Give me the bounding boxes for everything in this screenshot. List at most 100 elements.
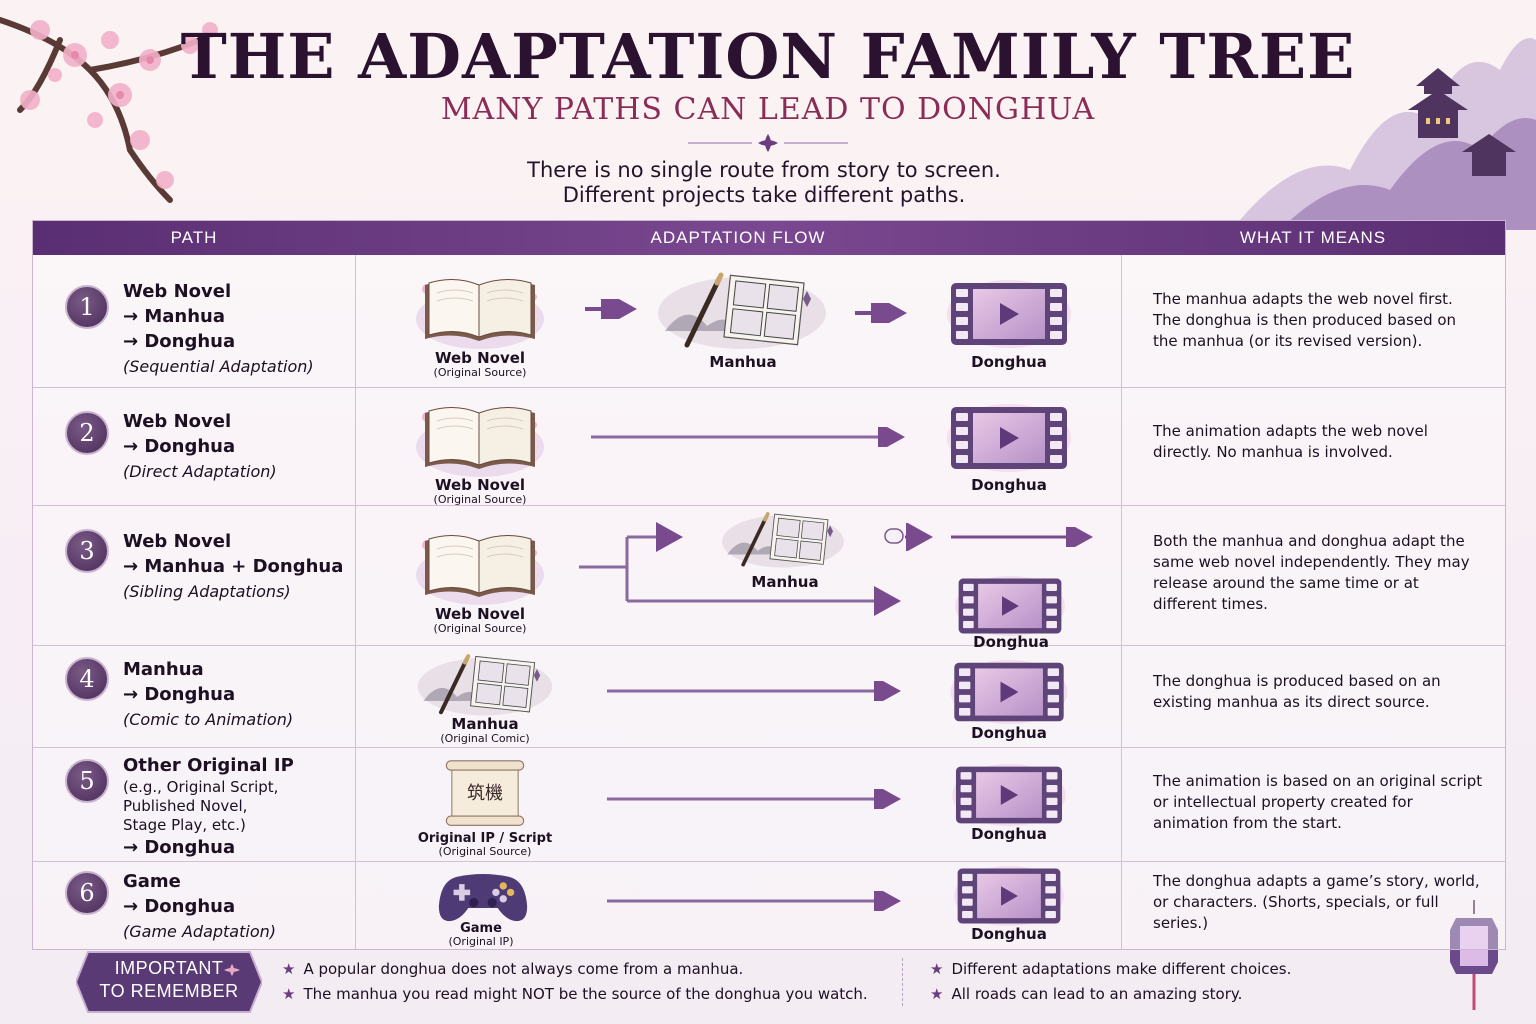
path-line: Other Original IP	[123, 755, 294, 776]
row-divider	[33, 505, 1505, 506]
meaning-text: The manhua adapts the web novel first. T…	[1153, 290, 1457, 350]
table-header: PATH ADAPTATION FLOW WHAT IT MEANS	[33, 221, 1505, 255]
scroll-glyphs: 筑機	[467, 783, 503, 804]
node-label: Donghua	[971, 925, 1047, 943]
intro-line-2: Different projects take different paths.	[562, 183, 966, 207]
page-subtitle: MANY PATHS CAN LEAD TO DONGHUA	[440, 92, 1096, 127]
path-note: (Sequential Adaptation)	[123, 357, 314, 376]
header-path: PATH	[170, 228, 218, 247]
star-icon: ★	[282, 960, 296, 978]
path-description: Web Novel → Manhua → Donghua (Sequential…	[123, 279, 314, 379]
row-divider	[33, 861, 1505, 862]
flow-arrow	[607, 681, 901, 701]
path-description: Game → Donghua (Game Adaptation)	[123, 869, 276, 944]
page-title: THE ADAPTATION FAMILY TREE	[180, 20, 1356, 93]
node-label: Original IP / Script(Original Source)	[417, 831, 553, 858]
tip-text: Different adaptations make different cho…	[951, 960, 1292, 978]
tip-item: ★The manhua you read might NOT be the so…	[282, 985, 868, 1003]
meaning-text: Both the manhua and donghua adapt the sa…	[1153, 532, 1470, 613]
row-divider	[33, 747, 1505, 748]
path-line: → Donghua	[123, 684, 236, 705]
node-label: Manhua	[751, 573, 819, 591]
column-divider	[1121, 255, 1122, 949]
meaning-text: The animation is based on an original sc…	[1153, 772, 1483, 832]
node-label: Donghua	[971, 476, 1047, 494]
row-number: 5	[65, 759, 109, 803]
path-example: (e.g., Original Script,	[123, 778, 279, 796]
tip-text: The manhua you read might NOT be the sou…	[303, 985, 868, 1003]
header-flow: ADAPTATION FLOW	[650, 228, 826, 247]
intro-line-1: There is no single route from story to s…	[527, 158, 1001, 182]
node-label: Donghua	[971, 353, 1047, 371]
film-play-icon	[947, 763, 1071, 827]
ornament-divider	[688, 134, 848, 152]
path-example: Published Novel,	[123, 797, 248, 815]
open-book-icon	[415, 525, 545, 605]
path-line: Web Novel	[123, 531, 232, 552]
meaning-text: The donghua adapts a game’s story, world…	[1153, 872, 1480, 932]
path-line: Web Novel	[123, 281, 232, 302]
tip-item: ★ Different adaptations make different ch…	[930, 960, 1291, 978]
lantern-icon	[1450, 900, 1498, 1010]
tip-text: All roads can lead to an amazing story.	[951, 985, 1243, 1003]
open-book-icon	[415, 269, 545, 349]
film-play-icon	[955, 575, 1065, 637]
row-number: 1	[65, 285, 109, 329]
tip-text: A popular donghua does not always come f…	[303, 960, 744, 978]
tip-item: ★ All roads can lead to an amazing story.	[930, 985, 1242, 1003]
meaning-text: The donghua is produced based on an exis…	[1153, 672, 1441, 711]
flow-arrow	[585, 299, 637, 319]
meaning-text: The animation adapts the web novel direc…	[1153, 422, 1428, 461]
important-badge	[76, 951, 262, 1013]
path-line: → Donghua	[123, 436, 236, 457]
node-label: Donghua	[971, 724, 1047, 742]
node-label: Donghua	[973, 633, 1049, 651]
node-label: Manhua(Original Comic)	[440, 715, 530, 745]
node-label: Donghua	[971, 825, 1047, 843]
path-line: → Manhua	[123, 306, 225, 327]
path-line: → Donghua	[123, 331, 236, 352]
film-play-icon	[947, 403, 1071, 473]
path-note: (Game Adaptation)	[123, 922, 276, 941]
mountain-pagoda-decoration	[1240, 38, 1536, 230]
branch-arrows	[579, 522, 901, 616]
manhua-panels-icon	[657, 271, 827, 351]
gamepad-icon	[437, 869, 529, 925]
important-badge-label: IMPORTANT TO REMEMBER	[76, 957, 262, 1003]
node-label: Web Novel(Original Source)	[433, 476, 527, 506]
path-description: Web Novel → Manhua + Donghua (Sibling Ad…	[123, 529, 343, 604]
star-icon: ★	[930, 960, 944, 978]
footer-divider	[902, 958, 904, 1006]
film-play-icon	[947, 279, 1071, 349]
path-line: → Manhua + Donghua	[123, 556, 344, 577]
row-number: 4	[65, 657, 109, 701]
flow-arrow	[951, 527, 1093, 547]
manhua-panels-icon	[413, 653, 557, 717]
flow-arrow	[607, 789, 901, 809]
path-description: Manhua → Donghua (Comic to Animation)	[123, 657, 293, 732]
cherry-blossom-decoration	[0, 17, 218, 203]
adaptation-table: PATH ADAPTATION FLOW WHAT IT MEANS 1 Web…	[32, 220, 1506, 950]
row-number: 2	[65, 411, 109, 455]
column-divider	[355, 255, 356, 949]
path-line: Game	[123, 871, 181, 892]
row-divider	[33, 645, 1505, 646]
row-divider	[33, 387, 1505, 388]
node-label: Manhua	[709, 353, 777, 371]
path-line: Web Novel	[123, 411, 232, 432]
film-play-icon	[947, 865, 1071, 927]
star-icon: ★	[930, 985, 944, 1003]
path-line: → Donghua	[123, 896, 236, 917]
flow-arrow	[607, 891, 901, 911]
flow-arrow	[855, 303, 907, 323]
open-book-icon	[415, 397, 545, 477]
path-note: (Comic to Animation)	[123, 710, 294, 729]
badge-line-1: IMPORTANT	[114, 958, 224, 978]
path-line: Manhua	[123, 659, 204, 680]
row-number: 3	[65, 529, 109, 573]
badge-line-2: TO REMEMBER	[99, 981, 239, 1001]
path-example: Stage Play, etc.)	[123, 816, 246, 834]
node-label: Game(Original IP)	[448, 921, 514, 948]
film-play-icon	[947, 659, 1071, 725]
scroll-icon: 筑機	[435, 759, 535, 829]
